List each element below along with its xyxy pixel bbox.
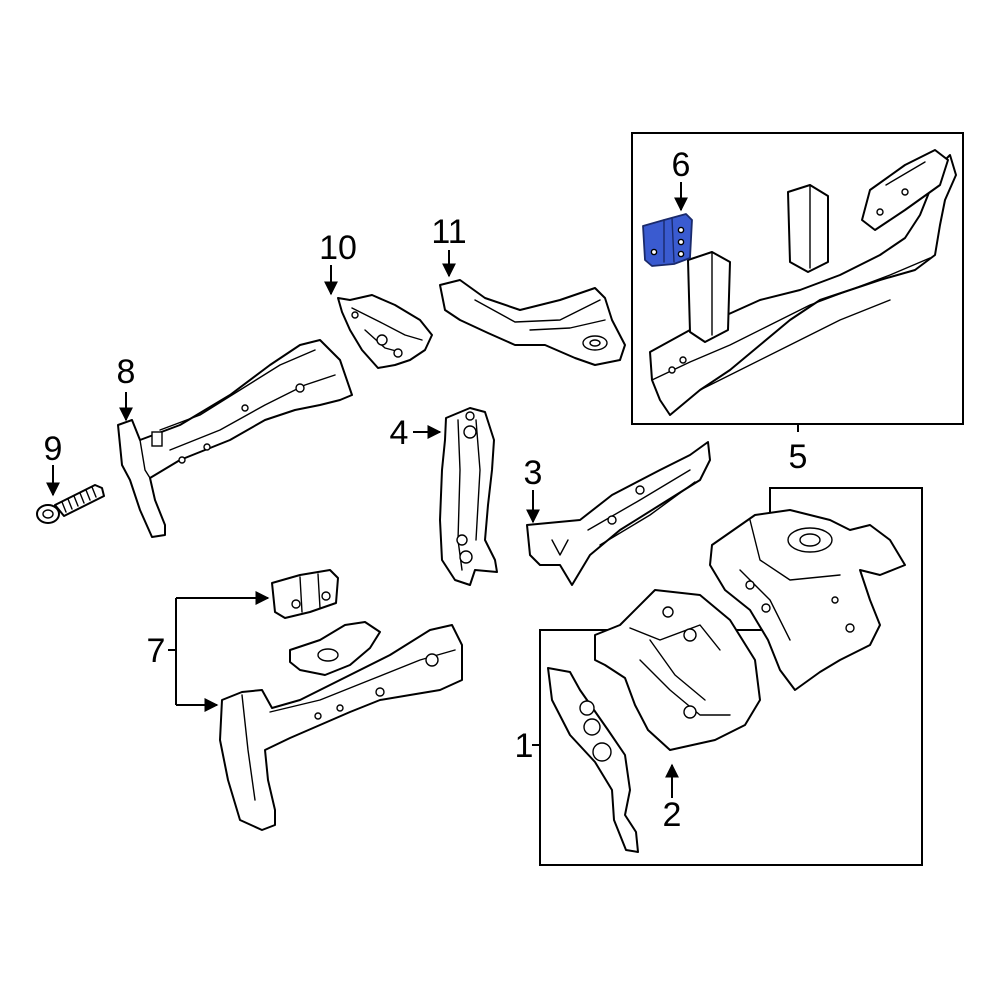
part-5-crossmember[interactable]	[649, 149, 957, 416]
callout-4[interactable]: 4	[390, 414, 409, 452]
part-7-lower-rail[interactable]	[219, 569, 463, 831]
callout-3[interactable]: 3	[524, 454, 543, 492]
callout-6[interactable]: 6	[672, 146, 691, 184]
callout-10[interactable]: 10	[319, 229, 357, 267]
part-11-rail-extension[interactable]	[439, 279, 626, 366]
callout-8[interactable]: 8	[117, 353, 136, 391]
callout-5[interactable]: 5	[789, 438, 808, 476]
callout-11[interactable]: 11	[431, 213, 466, 251]
part-9-tow-hook[interactable]	[36, 484, 105, 524]
part-4-reinforcement[interactable]	[439, 407, 498, 586]
part-1-strut-tower[interactable]	[547, 509, 906, 853]
part-8-frame-rail[interactable]	[117, 339, 353, 538]
part-3-apron-rail[interactable]	[526, 441, 711, 586]
part-10-bracket[interactable]	[337, 294, 433, 369]
callout-2[interactable]: 2	[663, 796, 682, 834]
callout-7[interactable]: 7	[147, 632, 166, 670]
callout-9[interactable]: 9	[44, 430, 63, 468]
part-6-bracket[interactable]	[642, 213, 693, 267]
callout-1[interactable]: 1	[515, 727, 534, 765]
part-2-wheelhouse[interactable]	[594, 589, 761, 751]
